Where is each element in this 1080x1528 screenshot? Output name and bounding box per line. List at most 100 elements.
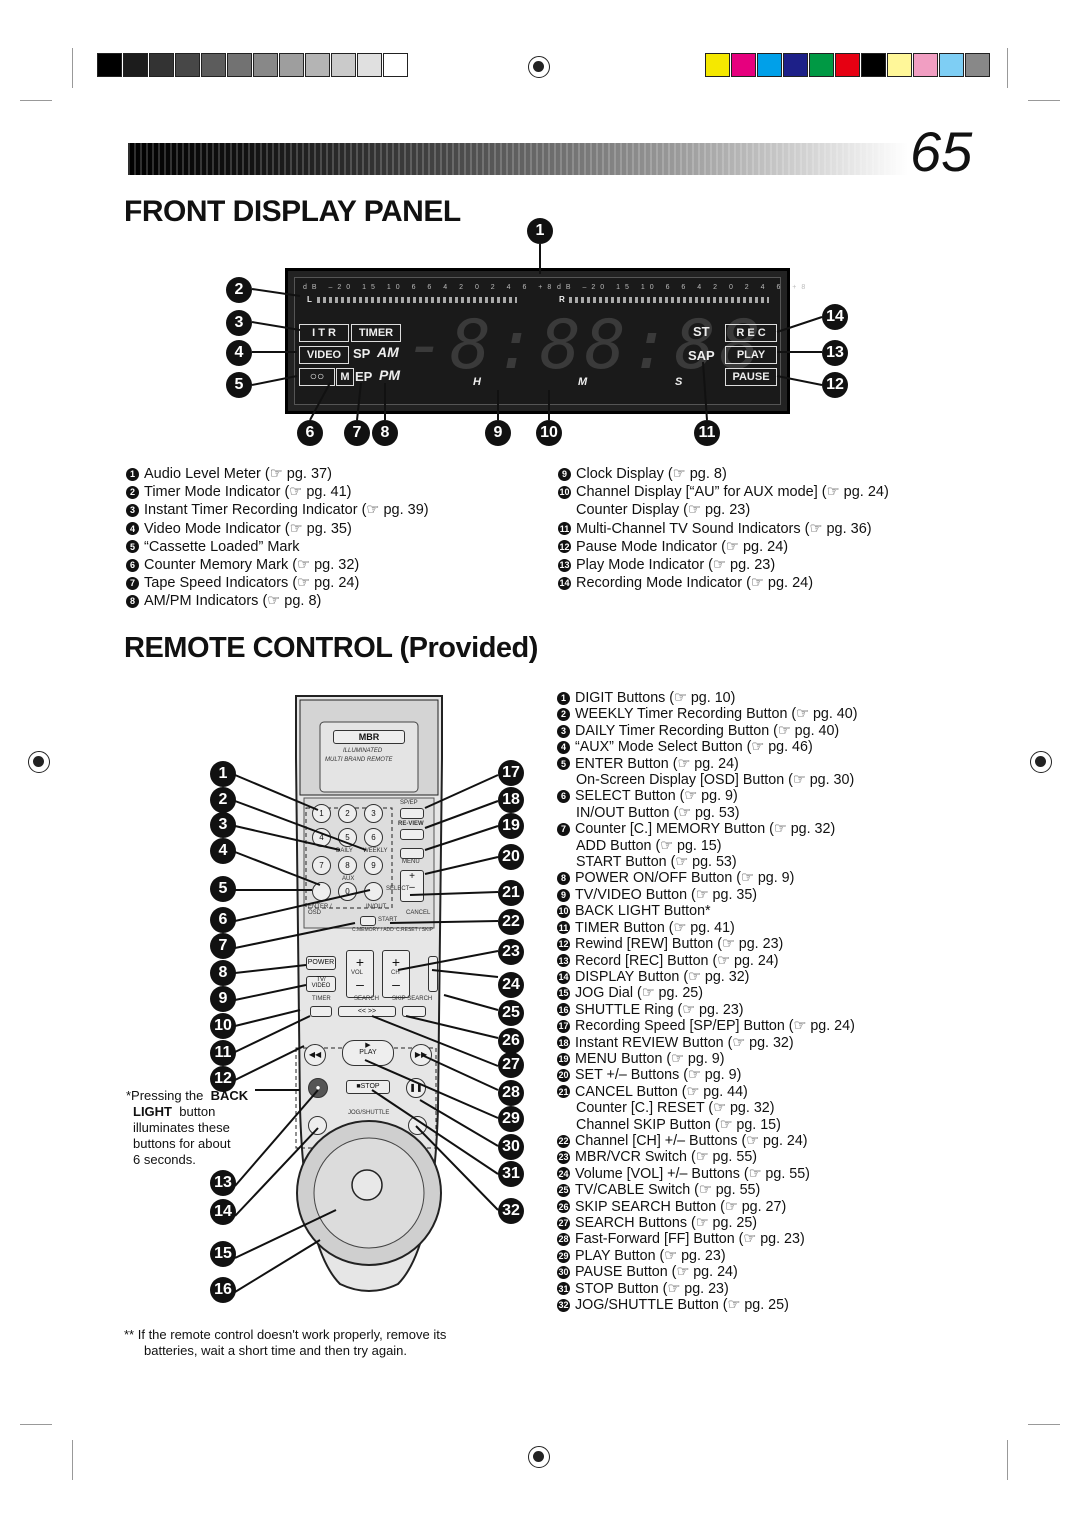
select-label: SELECT xyxy=(386,886,410,892)
search-buttons[interactable]: << >> xyxy=(338,1006,396,1017)
legend-number: 2 xyxy=(126,485,139,499)
remote-callout-number: 4 xyxy=(210,838,236,864)
tvvideo-button[interactable]: TV/ VIDEO xyxy=(306,976,336,992)
rewind-button[interactable]: ◀◀ xyxy=(304,1044,326,1066)
front-panel-callout-number: 6 xyxy=(297,420,323,446)
audio-meter-scale-right: dB –20 15 10 6 6 4 2 0 2 4 6 +8 xyxy=(557,284,811,291)
legend-number: 3 xyxy=(557,724,570,738)
front-panel-callout-number: 5 xyxy=(226,372,252,398)
legend-number: 30 xyxy=(557,1265,570,1279)
remote-callout-number: 8 xyxy=(210,960,236,986)
legend-text: Tape Speed Indicators (☞ pg. 24) xyxy=(144,575,360,592)
legend-text: WEEKLY Timer Recording Button (☞ pg. 40) xyxy=(575,706,858,723)
crop-mark xyxy=(1007,48,1008,88)
daily-label: DAILY xyxy=(336,848,353,854)
legend-text: Rewind [REW] Button (☞ pg. 23) xyxy=(575,936,784,953)
color-swatch xyxy=(705,53,730,77)
remote-callout-number: 29 xyxy=(498,1106,524,1132)
multi-brand-remote-label: MULTI BRAND REMOTE xyxy=(325,757,393,763)
front-panel-callout-number: 13 xyxy=(822,340,848,366)
legend-number: 27 xyxy=(557,1216,570,1230)
skip-search-button[interactable] xyxy=(402,1006,426,1017)
remote-callout-number: 22 xyxy=(498,909,524,935)
legend-text: Counter [C.] MEMORY Button (☞ pg. 32) xyxy=(575,821,836,838)
timer-button[interactable] xyxy=(310,1006,332,1017)
power-button[interactable]: POWER xyxy=(306,956,336,970)
channel-buttons[interactable]: +– xyxy=(382,950,410,998)
remote-callout-number: 18 xyxy=(498,787,524,813)
stop-button[interactable]: ■STOP xyxy=(346,1080,390,1094)
color-calibration-bars xyxy=(705,53,991,77)
legend-number: 8 xyxy=(557,872,570,886)
color-swatch xyxy=(913,53,938,77)
header-gradient-band xyxy=(128,143,908,175)
stereo-indicator: ST xyxy=(693,324,710,339)
digit-3-button[interactable]: 3 xyxy=(364,804,383,823)
front-panel-callout-lines xyxy=(251,244,823,421)
remote-callout-number: 27 xyxy=(498,1052,524,1078)
registration-mark-icon xyxy=(28,751,50,773)
play-label: PLAY xyxy=(359,1049,377,1056)
crop-mark xyxy=(72,1440,73,1480)
legend-number: 6 xyxy=(557,790,570,804)
legend-text: “Cassette Loaded” Mark xyxy=(144,538,300,555)
remote-callout-number: 1 xyxy=(210,761,236,787)
second-unit-label: S xyxy=(675,376,683,388)
registration-mark-icon xyxy=(1030,751,1052,773)
hour-unit-label: H xyxy=(473,376,481,388)
remote-callout-lines xyxy=(234,774,499,1293)
mbr-vcr-switch[interactable] xyxy=(428,956,438,992)
aux-label: AUX xyxy=(342,876,355,882)
legend-text: TV/VIDEO Button (☞ pg. 35) xyxy=(575,886,758,903)
front-panel-callout-number: 1 xyxy=(527,218,553,244)
legend-text: Video Mode Indicator (☞ pg. 35) xyxy=(144,520,352,537)
legend-text: Recording Speed [SP/EP] Button (☞ pg. 24… xyxy=(575,1018,855,1035)
crop-mark xyxy=(1028,100,1060,101)
legend-number: 11 xyxy=(558,522,571,536)
legend-text: POWER ON/OFF Button (☞ pg. 9) xyxy=(575,870,795,887)
spep-label: SP/EP xyxy=(400,800,418,806)
gray-swatch xyxy=(227,53,252,77)
digit-7-button[interactable]: 7 xyxy=(312,856,331,875)
remote-callout-number: 13 xyxy=(210,1170,236,1196)
record-button[interactable]: ● xyxy=(308,1078,328,1098)
legend-text: DISPLAY Button (☞ pg. 32) xyxy=(575,968,750,985)
legend-number: 22 xyxy=(557,1134,570,1148)
digit-8-daily-button[interactable]: 8 xyxy=(338,856,357,875)
menu-button[interactable] xyxy=(400,848,424,859)
remote-callout-number: 17 xyxy=(498,760,524,786)
fast-forward-button[interactable]: ▶▶ xyxy=(410,1044,432,1066)
gray-swatch xyxy=(97,53,122,77)
digit-6-button[interactable]: 6 xyxy=(364,828,383,847)
remote-callout-number: 24 xyxy=(498,972,524,998)
digit-2-button[interactable]: 2 xyxy=(338,804,357,823)
legend-text: CANCEL Button (☞ pg. 44) xyxy=(575,1083,748,1100)
pause-button[interactable]: ❚❚ xyxy=(406,1078,426,1098)
seven-segment-clock-display: -8:88:88 xyxy=(405,306,765,385)
spep-button[interactable] xyxy=(400,808,424,819)
remote-callout-number: 12 xyxy=(210,1066,236,1092)
legend-text: TV/CABLE Switch (☞ pg. 55) xyxy=(575,1182,761,1199)
color-swatch xyxy=(835,53,860,77)
legend-text: Fast-Forward [FF] Button (☞ pg. 23) xyxy=(575,1231,805,1248)
legend-number: 9 xyxy=(558,467,571,481)
crop-mark xyxy=(20,1424,52,1425)
review-button[interactable] xyxy=(400,829,424,840)
set-plus-minus-button[interactable]: +– xyxy=(400,870,424,902)
front-panel-callout-number: 7 xyxy=(344,420,370,446)
legend-continuation: START Button (☞ pg. 53) xyxy=(576,854,737,871)
cmemory-add-start-button[interactable] xyxy=(360,916,376,926)
itr-indicator: I T R xyxy=(299,324,349,342)
volume-buttons[interactable]: +– xyxy=(346,950,374,998)
display-button[interactable] xyxy=(308,1116,327,1135)
digit-9-weekly-button[interactable]: 9 xyxy=(364,856,383,875)
